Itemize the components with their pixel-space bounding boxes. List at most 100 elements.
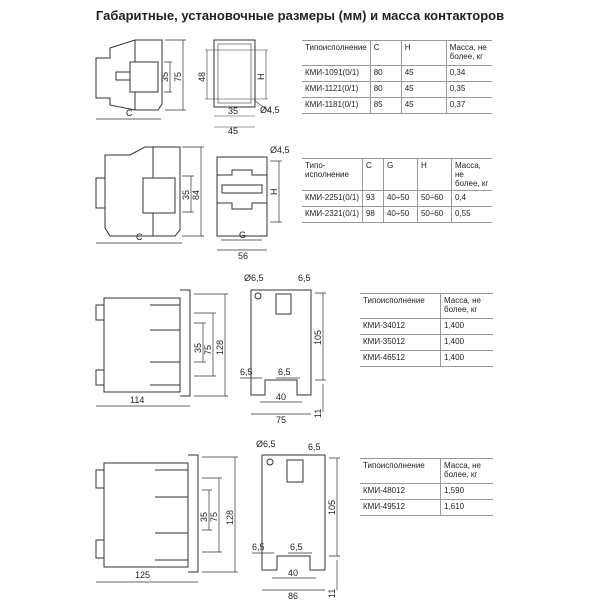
header-h: H <box>416 158 452 191</box>
dim-56: 56 <box>238 251 248 261</box>
dim-105-3: 105 <box>313 330 323 345</box>
cell: 98 <box>361 206 384 223</box>
cell: КМИ-34012 <box>360 318 441 335</box>
header-h: H <box>400 40 447 66</box>
cell: 50÷60 <box>416 190 452 207</box>
dim-6-5-mid-3: 6,5 <box>278 367 291 377</box>
dim-c-1: C <box>126 108 133 118</box>
cell: КМИ-48012 <box>360 483 441 500</box>
dim-35-2: 35 <box>181 190 191 200</box>
contactor-front-view-4 <box>252 454 340 591</box>
dim-84: 84 <box>191 190 201 200</box>
header-type: Типоисполнение <box>360 458 441 484</box>
contactor-side-view-4 <box>95 454 238 583</box>
dim-48: 48 <box>197 72 207 82</box>
cell: 80 <box>369 65 402 82</box>
page-title: Габаритные, установочные размеры (мм) и … <box>95 8 505 23</box>
cell: КМИ-2321(0/1) <box>302 206 363 223</box>
cell: 40÷50 <box>382 190 418 207</box>
dim-6-5-top-4: 6,5 <box>308 442 321 452</box>
dim-g: G <box>239 230 246 240</box>
cell: КМИ-1181(0/1) <box>302 97 371 114</box>
header-mass: Масса, не более, кг <box>445 40 492 66</box>
header-mass: Масса, не более, кг <box>440 458 493 484</box>
dim-6-5-left-4: 6,5 <box>252 542 265 552</box>
cell: 1,400 <box>440 350 493 367</box>
dim-11-3: 11 <box>313 409 323 418</box>
cell: КМИ-46512 <box>360 350 441 367</box>
cell: 0,35 <box>445 81 492 98</box>
cell: 45 <box>400 81 447 98</box>
cell: КМИ-49512 <box>360 499 441 516</box>
cell: КМИ-2251(0/1) <box>302 190 363 207</box>
cell: 1,610 <box>440 499 493 516</box>
dim-h-2: H <box>269 189 279 196</box>
dim-75-4: 75 <box>209 512 219 522</box>
dim-128-3: 128 <box>215 340 225 355</box>
dim-75-b: 75 <box>276 415 286 425</box>
cell: 80 <box>369 81 402 98</box>
dim-125: 125 <box>135 570 150 580</box>
header-mass: Масса, не более, кг <box>450 158 492 191</box>
cell: 45 <box>400 97 447 114</box>
cell: 50÷60 <box>416 206 452 223</box>
cell: 1,400 <box>440 318 493 335</box>
dim-75-3: 75 <box>203 345 213 355</box>
header-g: G <box>382 158 418 191</box>
cell: КМИ-35012 <box>360 334 441 351</box>
header-c: C <box>369 40 402 66</box>
dim-hole-2: Ø4,5 <box>270 145 290 155</box>
dim-11-4: 11 <box>327 589 337 598</box>
cell: 1,400 <box>440 334 493 351</box>
dim-114: 114 <box>130 395 144 405</box>
cell: 1,590 <box>440 483 493 500</box>
dim-6-5-top-3: 6,5 <box>298 273 311 283</box>
dim-c-2: C <box>136 232 143 242</box>
header-type: Типоисполнение <box>302 40 371 66</box>
cell: 0,4 <box>450 190 492 207</box>
contactor-front-view-2 <box>216 156 282 251</box>
dim-105-4: 105 <box>327 500 337 515</box>
cell: 0,37 <box>445 97 492 114</box>
cell: 85 <box>369 97 402 114</box>
cell: 0,55 <box>450 206 492 223</box>
dim-hole-1: Ø4,5 <box>260 105 280 115</box>
cell: 40÷50 <box>382 206 418 223</box>
header-mass: Масса, не более, кг <box>440 293 493 319</box>
dim-hole-3: Ø6,5 <box>244 273 264 283</box>
dim-45: 45 <box>228 126 238 136</box>
header-type: Типо-исполнение <box>302 158 363 191</box>
cell: 45 <box>400 65 447 82</box>
dim-86: 86 <box>288 591 298 600</box>
header-c: C <box>361 158 384 191</box>
dim-6-5-mid-4: 6,5 <box>290 542 303 552</box>
contactor-side-view-2 <box>95 146 204 244</box>
cell: 0,34 <box>445 65 492 82</box>
contactor-side-view-1 <box>95 39 186 120</box>
cell: КМИ-1091(0/1) <box>302 65 371 82</box>
dim-128-4: 128 <box>225 510 235 525</box>
contactor-front-view-3 <box>240 289 326 415</box>
cell: КМИ-1121(0/1) <box>302 81 371 98</box>
cell: 93 <box>361 190 384 207</box>
dim-35-3: 35 <box>193 343 203 353</box>
dim-h-1: H <box>256 74 266 81</box>
contactor-side-view-3 <box>95 289 228 407</box>
header-type: Типоисполнение <box>360 293 441 319</box>
dim-35-1: 35 <box>160 72 170 82</box>
dim-6-5-left-3: 6,5 <box>240 367 253 377</box>
contactor-front-view-1 <box>205 39 271 128</box>
